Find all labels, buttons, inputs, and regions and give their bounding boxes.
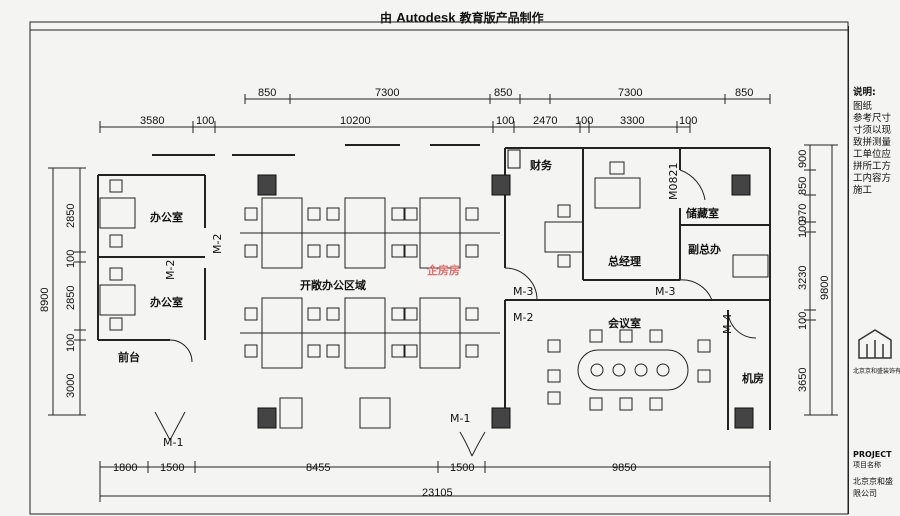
- columns: [257, 149, 754, 429]
- dim-right-3: 100: [797, 219, 809, 238]
- room-open-office: 开敞办公区域: [300, 279, 366, 292]
- dim-top2-4: 2470: [533, 115, 558, 127]
- notes-line: 工单位应: [853, 149, 892, 160]
- dim-right-6: 3650: [797, 367, 809, 392]
- notes-line: 工内容方: [853, 173, 892, 184]
- room-finance: 财务: [530, 159, 552, 172]
- room-office-a: 办公室: [150, 211, 183, 224]
- logo-caption: 北京京和盛装饰有限公司: [853, 368, 900, 375]
- dim-left-total: 8900: [39, 287, 51, 312]
- dim-left-1: 100: [65, 249, 77, 268]
- door-m1-b: M-1: [450, 412, 471, 425]
- door-m1-a: M-1: [163, 436, 184, 449]
- dim-top2-0: 3580: [140, 115, 165, 127]
- room-general-manager: 总经理: [608, 255, 641, 268]
- door-m3-a: M-3: [513, 285, 534, 298]
- dim-top1-0: 850: [258, 87, 277, 99]
- dim-left-3: 100: [65, 333, 77, 352]
- dim-top2-5: 100: [575, 115, 594, 127]
- company-logo: [858, 329, 892, 359]
- notes-line: 致拼测量: [853, 137, 892, 148]
- notes-line: 寸须以现: [853, 125, 892, 136]
- dim-top1-5: 850: [735, 87, 754, 99]
- dim-top2-3: 100: [496, 115, 515, 127]
- room-office-b: 办公室: [150, 296, 183, 309]
- notes-line: 参考尺寸: [853, 113, 892, 124]
- dim-top2-6: 3300: [620, 115, 645, 127]
- header-brand: Autodesk: [396, 10, 456, 25]
- dim-top1-2: 850: [494, 87, 513, 99]
- notes-line: 图纸: [853, 101, 873, 112]
- room-machine: 机房: [742, 372, 764, 385]
- dim-bottom-1: 1500: [160, 462, 185, 474]
- notes-line: 施工: [853, 185, 873, 196]
- dim-top2-2: 10200: [340, 115, 371, 127]
- walls: [97, 147, 771, 430]
- dim-bottom-4: 9850: [612, 462, 637, 474]
- dim-left-2: 2850: [65, 285, 77, 310]
- dim-left-4: 3000: [65, 373, 77, 398]
- title-company-2: 限公司: [853, 489, 877, 498]
- dim-left-0: 2850: [65, 203, 77, 228]
- door-swings: [154, 169, 757, 457]
- watermark-text: 企房房: [427, 264, 460, 277]
- dim-right-5: 100: [797, 311, 809, 330]
- door-m2-a: M-2: [211, 233, 224, 254]
- title-company: 北京京和盛: [853, 477, 893, 486]
- dim-top2-7: 100: [679, 115, 698, 127]
- dim-bottom-0: 1800: [113, 462, 138, 474]
- desk-cluster: [359, 397, 391, 429]
- dim-top1-4: 7300: [618, 87, 643, 99]
- room-storage: 储藏室: [686, 207, 719, 220]
- dim-bottom-total: 23105: [422, 487, 453, 499]
- door-m2-b: M-2: [164, 259, 177, 280]
- title-block: 说明: 图纸 参考尺寸 寸须以现 致拼测量 工单位应 拼所工方 工内容方 施工 …: [848, 26, 900, 514]
- notes-line: 拼所工方: [853, 161, 892, 172]
- door-m2-c: M-2: [513, 311, 534, 324]
- room-deputy-office: 副总办: [688, 243, 721, 256]
- meeting-table: [547, 329, 711, 411]
- door-m3-b: M-3: [655, 285, 676, 298]
- room-reception: 前台: [118, 351, 140, 364]
- office-desks: [99, 177, 769, 316]
- dim-right-4: 3230: [797, 265, 809, 290]
- title-project-cn: 项目名称: [853, 461, 881, 469]
- dim-bottom-3: 1500: [450, 462, 475, 474]
- door-m4: M-4: [721, 313, 734, 334]
- door-m0821: M0821: [667, 162, 680, 201]
- dim-top2-1: 100: [196, 115, 215, 127]
- dim-right-total: 9800: [819, 275, 831, 300]
- dim-right-0: 900: [797, 149, 809, 168]
- desk-clusters: [240, 197, 500, 429]
- desk-cluster: [279, 397, 303, 429]
- room-meeting: 会议室: [608, 317, 641, 330]
- notes-title: 说明:: [853, 87, 876, 98]
- dim-bottom-2: 8455: [306, 462, 331, 474]
- chairs: [109, 161, 625, 358]
- dim-right-1: 850: [797, 176, 809, 195]
- dim-top1-1: 7300: [375, 87, 400, 99]
- windows: [152, 144, 480, 156]
- title-project: PROJECT: [853, 450, 892, 459]
